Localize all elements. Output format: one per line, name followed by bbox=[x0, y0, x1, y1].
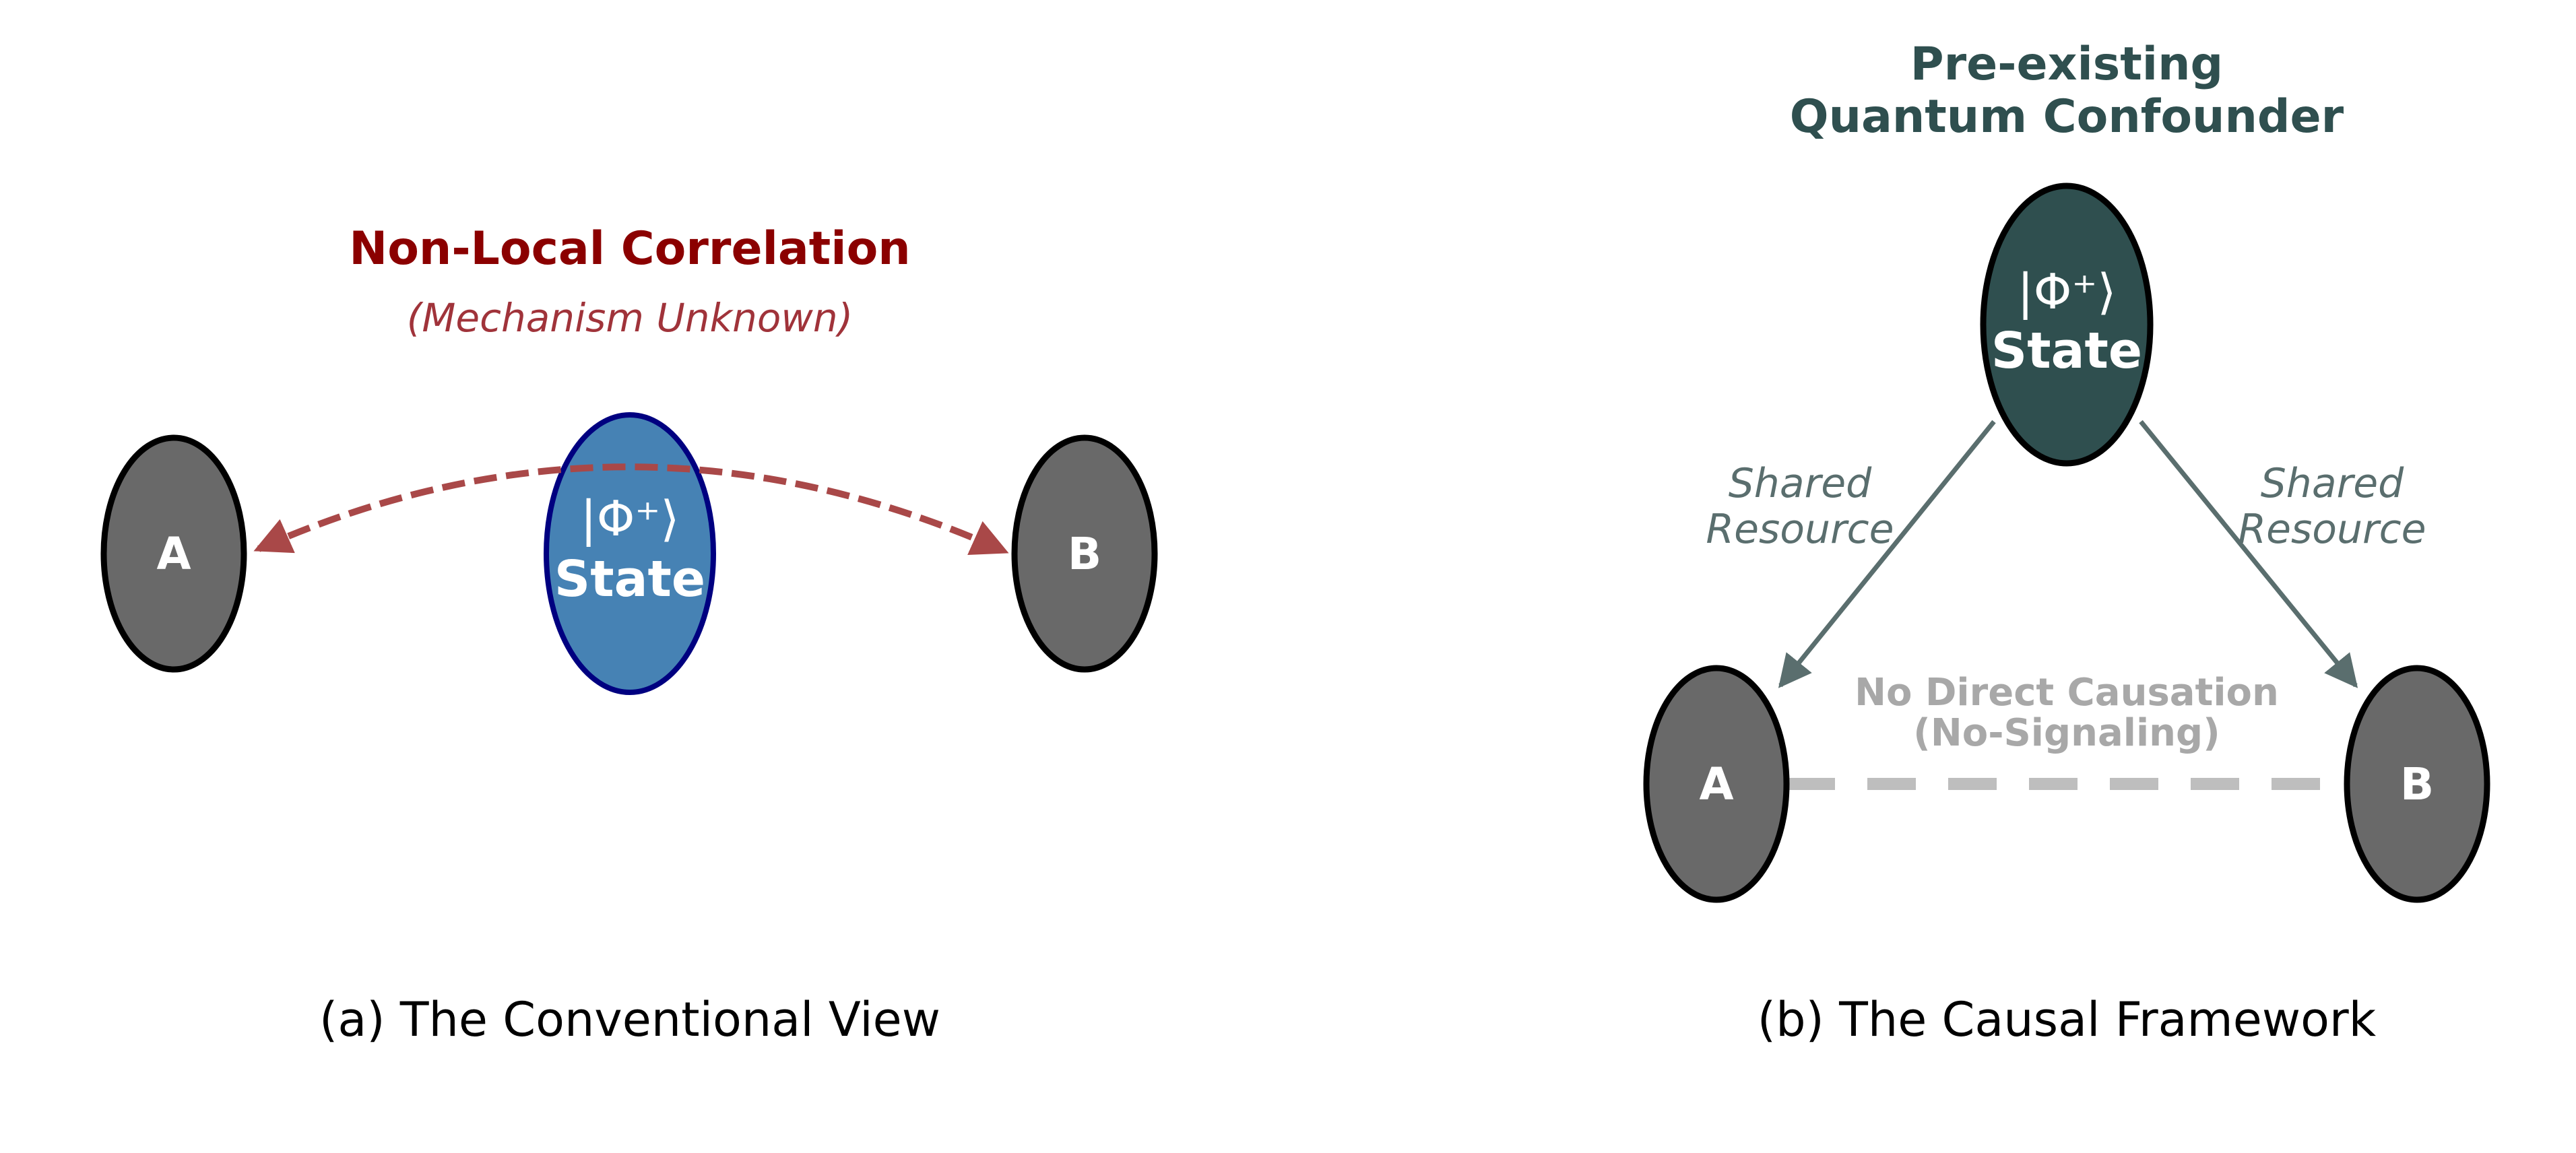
confounder-state-label: State bbox=[1991, 322, 2142, 380]
left-arrow-label-line1: Shared bbox=[1729, 460, 1872, 507]
node-a-ellipse bbox=[100, 434, 247, 673]
state-ket-label: |Φ⁺⟩ bbox=[580, 490, 679, 548]
right-arrow-label-line1: Shared bbox=[2261, 460, 2404, 507]
node-a-label: A bbox=[156, 528, 191, 580]
confounder-state-ellipse bbox=[1980, 183, 2154, 467]
confounder-title-line2: Quantum Confounder bbox=[1790, 90, 2344, 143]
no-signaling-label: (No-Signaling) bbox=[1913, 711, 2220, 755]
conventional-view-caption: (a) The Conventional View bbox=[319, 992, 940, 1047]
node-a-ellipse-b bbox=[1643, 665, 1790, 903]
node-b-ellipse bbox=[1011, 434, 1158, 673]
no-direct-causation-label: No Direct Causation bbox=[1855, 671, 2279, 715]
non-local-correlation-title: Non-Local Correlation bbox=[349, 222, 910, 275]
panel-causal-framework: Pre-existing Quantum Confounder |Φ⁺⟩ Sta… bbox=[1643, 38, 2490, 1047]
shared-resource-arrow-left bbox=[1778, 420, 1996, 688]
node-b-label-b: B bbox=[2400, 758, 2434, 810]
left-arrow-label-line2: Resource bbox=[1706, 506, 1894, 553]
panel-conventional-view: Non-Local Correlation (Mechanism Unknown… bbox=[100, 222, 1158, 1047]
node-b-label: B bbox=[1068, 528, 1101, 580]
causal-framework-caption: (b) The Causal Framework bbox=[1758, 992, 2377, 1047]
confounder-state-ket: |Φ⁺⟩ bbox=[2017, 263, 2116, 321]
node-b-ellipse-b bbox=[2344, 665, 2490, 903]
right-arrow-label-line2: Resource bbox=[2238, 506, 2426, 553]
shared-resource-arrow-right bbox=[2139, 420, 2358, 688]
non-local-correlation-arrow bbox=[253, 463, 1009, 556]
state-label: State bbox=[554, 550, 705, 608]
node-a-label-b: A bbox=[1699, 758, 1733, 810]
mechanism-unknown-subtitle: (Mechanism Unknown) bbox=[407, 295, 853, 341]
confounder-title-line1: Pre-existing bbox=[1910, 38, 2223, 91]
